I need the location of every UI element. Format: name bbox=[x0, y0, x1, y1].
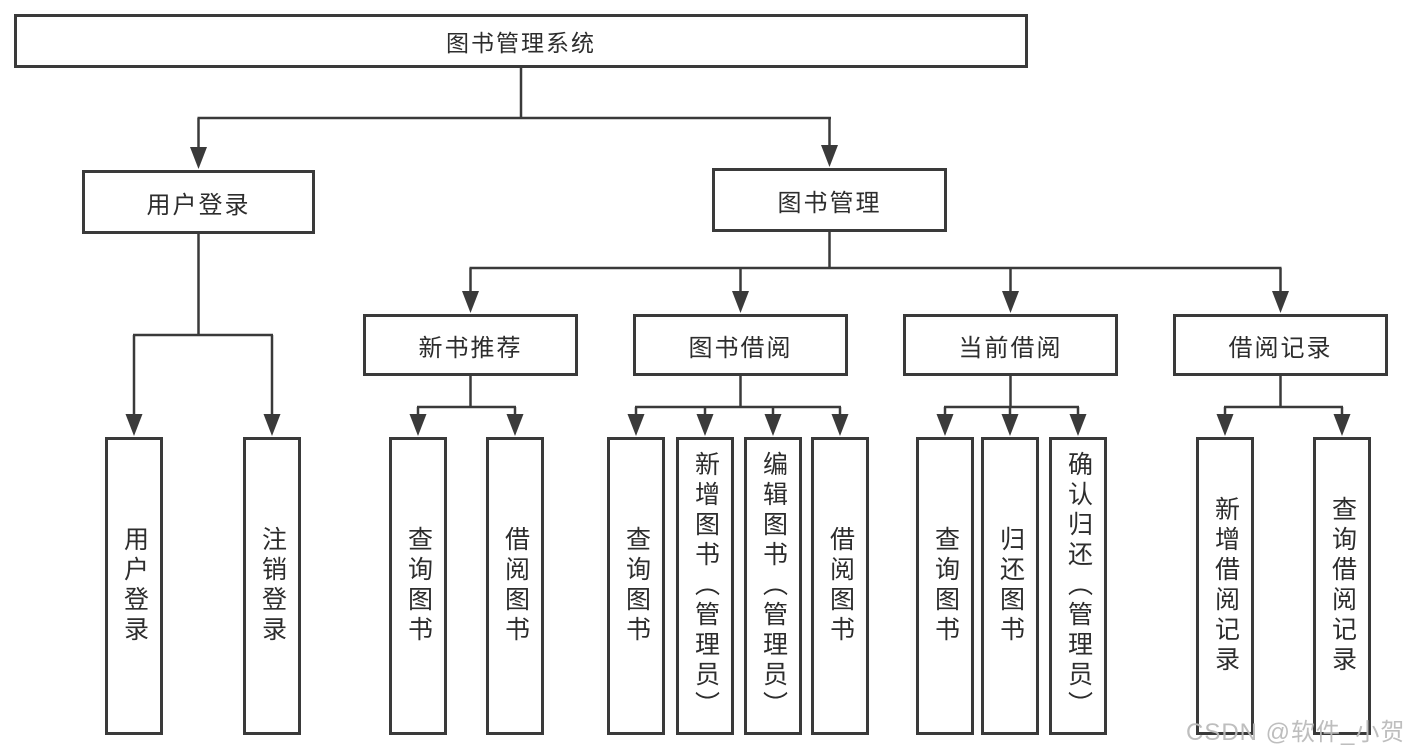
leaf-add-books-admin: 新增图书（管理员） bbox=[676, 437, 734, 735]
leaf-add-borrow-record: 新增借阅记录 bbox=[1196, 437, 1254, 735]
node-borrowing-records: 借阅记录 bbox=[1173, 314, 1388, 376]
leaf-logout: 注销登录 bbox=[243, 437, 301, 735]
node-book-borrowing: 图书借阅 bbox=[633, 314, 848, 376]
node-label: 当前借阅 bbox=[958, 334, 1063, 362]
node-library-system: 图书管理系统 bbox=[14, 14, 1028, 68]
leaf-label: 新增借阅记录 bbox=[1211, 496, 1240, 676]
node-label: 图书管理系统 bbox=[446, 30, 596, 56]
node-book-management: 图书管理 bbox=[712, 168, 947, 232]
node-user-login: 用户登录 bbox=[82, 170, 315, 234]
leaf-query-borrow-record: 查询借阅记录 bbox=[1313, 437, 1371, 735]
node-current-borrowing: 当前借阅 bbox=[903, 314, 1118, 376]
leaf-label: 确认归还（管理员） bbox=[1064, 451, 1093, 721]
node-new-book-recommendation: 新书推荐 bbox=[363, 314, 578, 376]
leaf-label: 编辑图书（管理员） bbox=[759, 451, 788, 721]
leaf-borrow-books-recommend: 借阅图书 bbox=[486, 437, 544, 735]
leaf-query-books-borrowing: 查询图书 bbox=[607, 437, 665, 735]
leaf-label: 新增图书（管理员） bbox=[691, 451, 720, 721]
leaf-label: 借阅图书 bbox=[826, 526, 855, 646]
node-label: 图书借阅 bbox=[688, 334, 793, 362]
leaf-label: 归还图书 bbox=[996, 526, 1025, 646]
leaf-edit-books-admin: 编辑图书（管理员） bbox=[744, 437, 802, 735]
leaf-label: 注销登录 bbox=[258, 526, 287, 646]
node-label: 新书推荐 bbox=[418, 334, 523, 362]
node-label: 图书管理 bbox=[777, 189, 882, 217]
leaf-label: 查询图书 bbox=[931, 526, 960, 646]
leaf-return-books: 归还图书 bbox=[981, 437, 1039, 735]
node-label: 借阅记录 bbox=[1228, 334, 1333, 362]
leaf-confirm-return-admin: 确认归还（管理员） bbox=[1049, 437, 1107, 735]
leaf-label: 借阅图书 bbox=[501, 526, 530, 646]
leaf-label: 查询图书 bbox=[404, 526, 433, 646]
leaf-label: 查询图书 bbox=[622, 526, 651, 646]
leaf-user-login: 用户登录 bbox=[105, 437, 163, 735]
node-label: 用户登录 bbox=[146, 191, 251, 219]
arrowhead-icons bbox=[125, 145, 1351, 436]
leaf-query-books-recommend: 查询图书 bbox=[389, 437, 447, 735]
leaf-label: 查询借阅记录 bbox=[1328, 496, 1357, 676]
csdn-watermark: CSDN @软件_小贺同学 bbox=[1186, 719, 1405, 746]
leaf-query-books-current: 查询图书 bbox=[916, 437, 974, 735]
leaf-borrow-books-borrowing: 借阅图书 bbox=[811, 437, 869, 735]
leaf-label: 用户登录 bbox=[120, 526, 149, 646]
